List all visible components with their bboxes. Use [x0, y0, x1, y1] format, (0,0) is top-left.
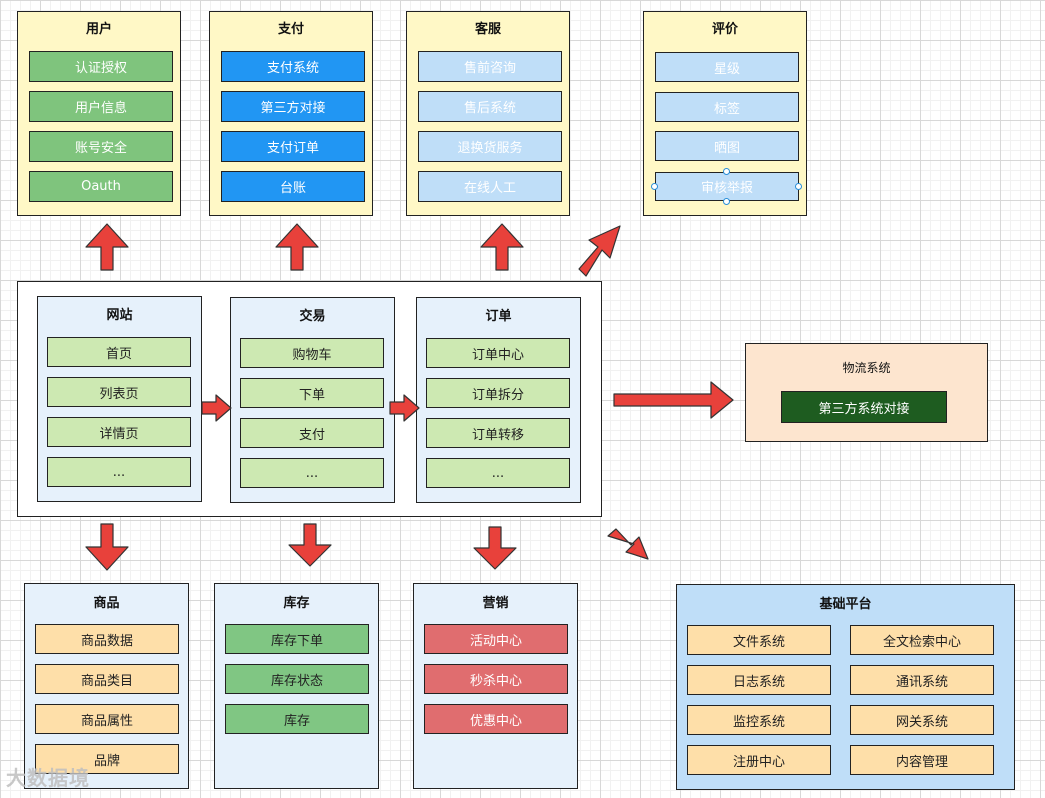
logistics-title: 物流系统	[842, 361, 891, 375]
auth-item: 认证授权	[29, 51, 173, 82]
trade-group-title: 交易	[299, 309, 326, 324]
file-system-item: 文件系统	[687, 625, 831, 655]
website-group-title: 网站	[106, 308, 133, 323]
photo-item: 晒图	[655, 131, 799, 161]
review-group-title: 评价	[711, 22, 738, 37]
website-more-item: ...	[47, 457, 191, 487]
marketing-group: 营销 活动中心 秒杀中心 优惠中心	[413, 583, 578, 789]
arrow-down-marketing	[473, 526, 517, 570]
flash-sale-item: 秒杀中心	[424, 664, 568, 694]
platform-group: 基础平台 文件系统 全文检索中心 日志系统 通讯系统 监控系统 网关系统 注册中…	[676, 584, 1015, 790]
payment-order-item: 支付订单	[221, 131, 365, 162]
payment-group: 支付 支付系统 第三方对接 支付订单 台账	[209, 11, 373, 216]
return-item: 退换货服务	[418, 131, 562, 162]
arrow-right-logistics	[613, 381, 734, 419]
fulltext-search-item: 全文检索中心	[850, 625, 994, 655]
order-group: 订单 订单中心 订单拆分 订单转移 ...	[416, 297, 581, 503]
watermark: 大数据境	[6, 766, 90, 790]
list-page-item: 列表页	[47, 377, 191, 407]
marketing-group-title: 营销	[482, 596, 509, 611]
brand-item: 品牌	[35, 744, 179, 774]
inventory-order-item: 库存下单	[225, 624, 369, 654]
coupon-center-item: 优惠中心	[424, 704, 568, 734]
order-transfer-item: 订单转移	[426, 418, 570, 448]
user-group: 用户 认证授权 用户信息 账号安全 Oauth	[17, 11, 181, 216]
product-group: 商品 商品数据 商品类目 商品属性 品牌	[24, 583, 189, 789]
messaging-system-item: 通讯系统	[850, 665, 994, 695]
inventory-status-item: 库存状态	[225, 664, 369, 694]
oauth-item: Oauth	[29, 171, 173, 202]
ledger-item: 台账	[221, 171, 365, 202]
order-group-title: 订单	[485, 309, 512, 324]
selection-handle-bottom[interactable]	[723, 198, 730, 205]
website-group: 网站 首页 列表页 详情页 ...	[37, 296, 202, 502]
arrow-right-website-trade	[201, 394, 232, 422]
detail-page-item: 详情页	[47, 417, 191, 447]
order-center-item: 订单中心	[426, 338, 570, 368]
selection-handle-left[interactable]	[651, 183, 658, 190]
presale-item: 售前咨询	[418, 51, 562, 82]
arrow-down-inventory	[288, 523, 332, 567]
third-party-item: 第三方对接	[221, 91, 365, 122]
gateway-system-item: 网关系统	[850, 705, 994, 735]
online-agent-item: 在线人工	[418, 171, 562, 202]
selection-handle-right[interactable]	[795, 183, 802, 190]
logistics-group: 物流系统 第三方系统对接	[745, 343, 988, 442]
product-data-item: 商品数据	[35, 624, 179, 654]
product-attribute-item: 商品属性	[35, 704, 179, 734]
review-group: 评价 星级 标签 晒图 审核举报	[643, 11, 807, 216]
payment-system-item: 支付系统	[221, 51, 365, 82]
arrow-down-product	[85, 523, 129, 571]
third-party-system-item: 第三方系统对接	[781, 391, 947, 423]
arrow-right-trade-order	[389, 394, 420, 422]
place-order-item: 下单	[240, 378, 384, 408]
product-group-title: 商品	[93, 596, 120, 611]
order-split-item: 订单拆分	[426, 378, 570, 408]
trade-group: 交易 购物车 下单 支付 ...	[230, 297, 395, 503]
selection-handle-top[interactable]	[723, 168, 730, 175]
pay-item: 支付	[240, 418, 384, 448]
tag-item: 标签	[655, 92, 799, 122]
payment-group-title: 支付	[277, 22, 304, 37]
cart-item: 购物车	[240, 338, 384, 368]
star-item: 星级	[655, 52, 799, 82]
registry-center-item: 注册中心	[687, 745, 831, 775]
monitoring-system-item: 监控系统	[687, 705, 831, 735]
platform-title: 基础平台	[819, 597, 872, 612]
account-security-item: 账号安全	[29, 131, 173, 162]
aftersale-item: 售后系统	[418, 91, 562, 122]
order-more-item: ...	[426, 458, 570, 488]
log-system-item: 日志系统	[687, 665, 831, 695]
arrow-up-user	[85, 223, 129, 271]
arrow-up-right-review	[578, 225, 621, 277]
content-management-item: 内容管理	[850, 745, 994, 775]
user-info-item: 用户信息	[29, 91, 173, 122]
inventory-group: 库存 库存下单 库存状态 库存	[214, 583, 379, 789]
service-group-title: 客服	[474, 22, 501, 37]
arrow-up-payment	[275, 223, 319, 271]
inventory-item: 库存	[225, 704, 369, 734]
inventory-group-title: 库存	[283, 596, 310, 611]
user-group-title: 用户	[85, 22, 112, 37]
service-group: 客服 售前咨询 售后系统 退换货服务 在线人工	[406, 11, 570, 216]
arrow-down-right-platform	[607, 528, 649, 560]
activity-center-item: 活动中心	[424, 624, 568, 654]
product-category-item: 商品类目	[35, 664, 179, 694]
home-item: 首页	[47, 337, 191, 367]
trade-more-item: ...	[240, 458, 384, 488]
arrow-up-service	[480, 223, 524, 271]
